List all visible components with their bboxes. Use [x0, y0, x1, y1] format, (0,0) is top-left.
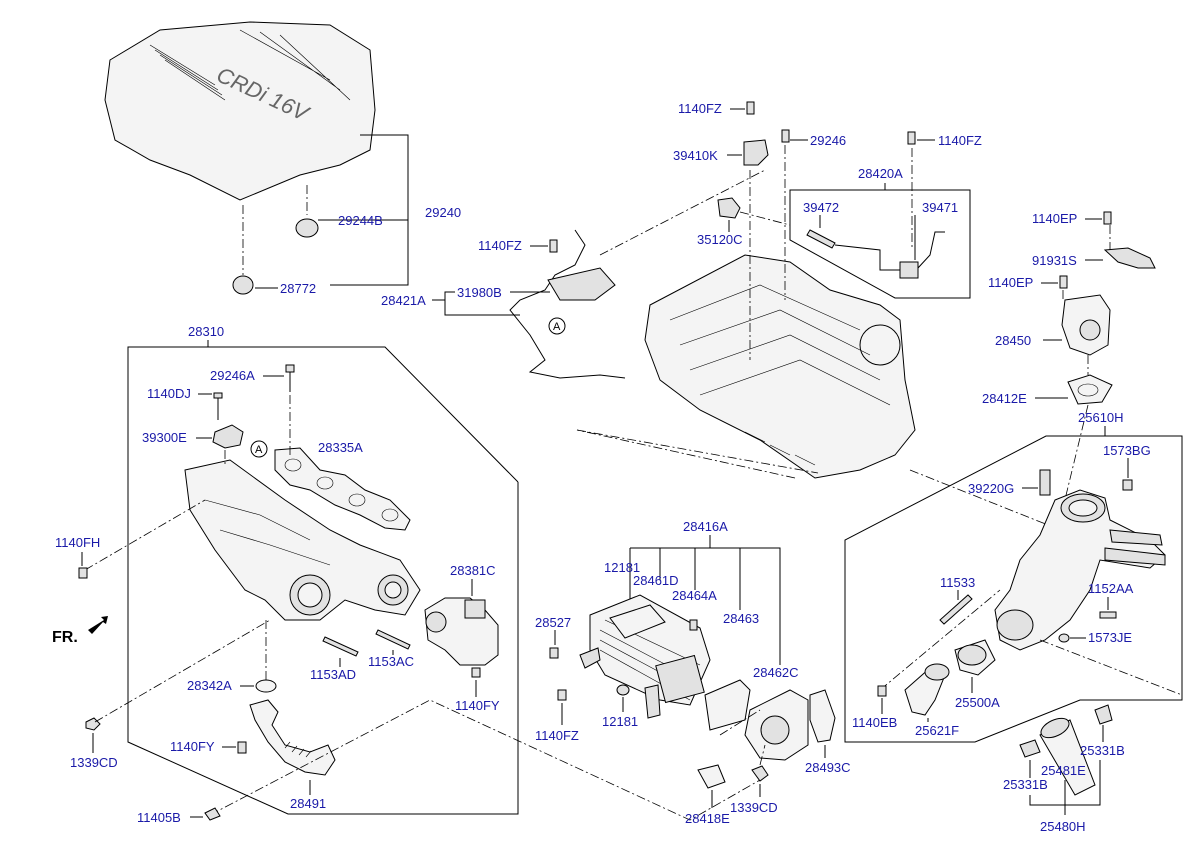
thermostat-housing	[994, 489, 1166, 651]
label-1573je: 1573JE	[1088, 630, 1132, 645]
label-28342a: 28342A	[187, 678, 232, 693]
callout-a-left: A	[255, 444, 263, 456]
engine-cover: CRDi 16V	[104, 21, 376, 201]
label-12181-a: 12181	[604, 560, 640, 575]
label-28491: 28491	[290, 796, 326, 811]
label-1140ep-a: 1140EP	[1032, 211, 1077, 226]
harness-group-box	[789, 189, 971, 299]
glow-plug-39472	[806, 229, 836, 249]
label-28464a: 28464A	[672, 588, 717, 603]
label-1573bg: 1573BG	[1103, 443, 1151, 458]
egr-pipe-28491	[249, 699, 336, 776]
label-1153ad: 1153AD	[310, 667, 356, 682]
label-25331b-b: 25331B	[1080, 743, 1125, 758]
pin-1153ac	[375, 629, 411, 650]
label-1140dj: 1140DJ	[147, 386, 191, 401]
bolt-11405b	[204, 807, 221, 821]
pin-1152aa	[1099, 611, 1117, 619]
gasket-28463	[704, 679, 751, 731]
label-35120c: 35120C	[697, 232, 743, 247]
label-1140ep-b: 1140EP	[988, 275, 1033, 290]
label-1140fy-a: 1140FY	[455, 698, 500, 713]
label-28772: 28772	[280, 281, 316, 296]
label-1140eb: 1140EB	[852, 715, 897, 730]
label-1140fy-b: 1140FY	[170, 739, 215, 754]
pin-11533	[939, 594, 973, 625]
label-39410k: 39410K	[673, 148, 718, 163]
label-28461d: 28461D	[633, 573, 679, 588]
label-28463: 28463	[723, 611, 759, 626]
label-11533: 11533	[940, 575, 975, 590]
gasket-28493c	[809, 689, 836, 743]
label-29244b: 29244B	[338, 213, 383, 228]
label-1140fz-top2: 1140FZ	[938, 133, 982, 148]
label-25610h: 25610H	[1078, 410, 1124, 425]
label-1140fz-top: 1140FZ	[678, 101, 722, 116]
label-91931s: 91931S	[1032, 253, 1077, 268]
label-1153ac: 1153AC	[368, 654, 414, 669]
label-39471: 39471	[922, 200, 958, 215]
label-39300e: 39300E	[142, 430, 187, 445]
oring-28342a	[255, 679, 277, 693]
grommet-29244b	[295, 218, 319, 238]
label-28381c: 28381C	[450, 563, 496, 578]
label-25480h: 25480H	[1040, 819, 1086, 834]
front-indicator: FR.	[52, 629, 78, 646]
thermostat-group-box	[844, 435, 1183, 743]
bolt-1140fh	[78, 567, 88, 579]
cylinder-head	[644, 254, 916, 479]
label-28527: 28527	[535, 615, 571, 630]
gasket-28412e	[1067, 374, 1113, 405]
label-25500a: 25500A	[955, 695, 1000, 710]
label-28310: 28310	[188, 324, 224, 339]
clamp-25331b-a	[1019, 739, 1041, 758]
label-1339cd-b: 1339CD	[730, 800, 778, 815]
label-1140fz-mid: 1140FZ	[478, 238, 522, 253]
label-1339cd-a: 1339CD	[70, 755, 118, 770]
bracket-91931s	[1103, 247, 1156, 269]
label-29240: 29240	[425, 205, 461, 220]
label-28416a: 28416A	[683, 519, 728, 534]
sensor-39220g	[1039, 469, 1051, 496]
label-28450: 28450	[995, 333, 1031, 348]
front-arrow-icon	[88, 616, 108, 634]
gasket-28418e	[697, 764, 726, 789]
label-39472: 39472	[803, 200, 839, 215]
bracket-39410k	[743, 139, 769, 166]
label-1152aa: 1152AA	[1088, 581, 1134, 596]
clamp-25331b-b	[1094, 704, 1113, 725]
harness-31980b	[509, 229, 626, 379]
nut-1339cd-left	[85, 717, 101, 731]
sensor-35120c	[717, 197, 741, 219]
label-28493c: 28493C	[805, 760, 851, 775]
label-28418e: 28418E	[685, 811, 730, 826]
label-28421a: 28421A	[381, 293, 426, 308]
label-28462c: 28462C	[753, 665, 799, 680]
label-28335a: 28335A	[318, 440, 363, 455]
label-29246a: 29246A	[210, 368, 255, 383]
label-25331b-a: 25331B	[1003, 777, 1048, 792]
label-39220g: 39220G	[968, 481, 1014, 496]
manifold-gasket	[274, 447, 411, 531]
label-12181-b: 12181	[602, 714, 638, 729]
label-28412e: 28412E	[982, 391, 1027, 406]
intake-manifold	[184, 459, 421, 621]
nut-1339cd-right	[751, 765, 769, 782]
label-28420a: 28420A	[858, 166, 903, 181]
label-29246: 29246	[810, 133, 846, 148]
label-11405b: 11405B	[137, 810, 181, 825]
pin-1153ad	[322, 636, 359, 657]
label-1140fh: 1140FH	[55, 535, 100, 550]
label-25481e: 25481E	[1041, 763, 1086, 778]
label-31980b: 31980B	[457, 285, 502, 300]
grommet-28772	[232, 275, 254, 295]
sensor-39300e	[212, 424, 244, 449]
label-25621f: 25621F	[915, 723, 959, 738]
label-1140fz-bot: 1140FZ	[535, 728, 579, 743]
callout-a-right: A	[553, 321, 561, 333]
